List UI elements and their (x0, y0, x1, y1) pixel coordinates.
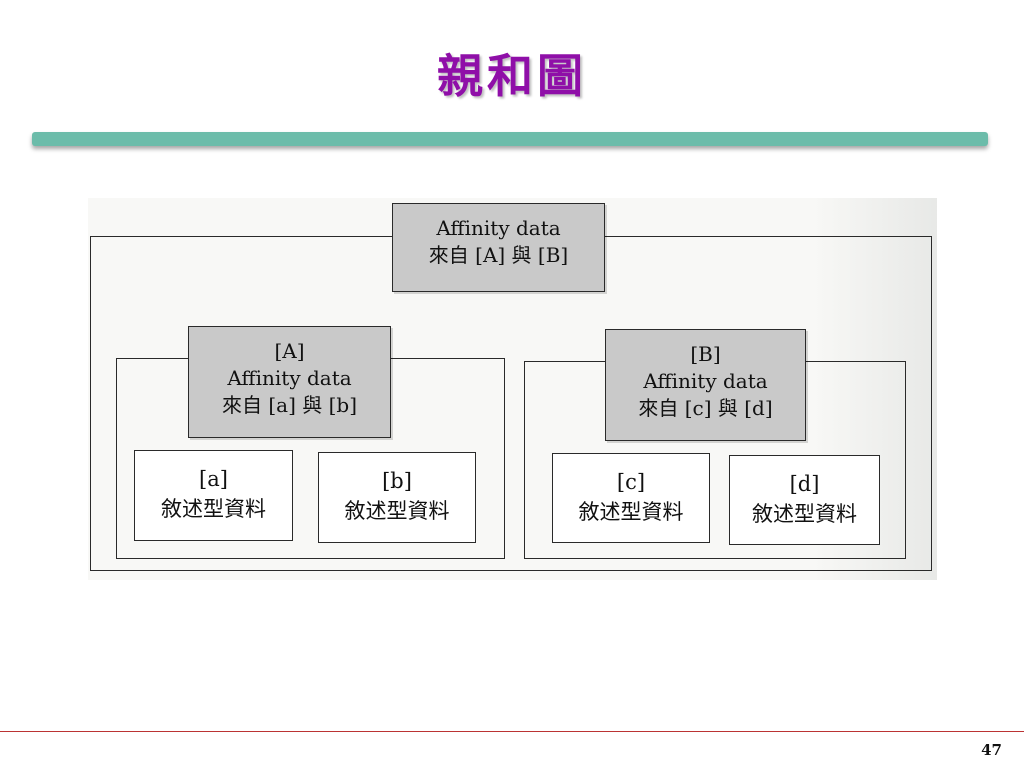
group-a-affinity-source: 來自 [a] 與 [b] (221, 393, 357, 417)
root-affinity-title: Affinity data (436, 216, 561, 240)
group-b-affinity-source: 來自 [c] 與 [d] (638, 396, 773, 420)
footer-divider (0, 731, 1024, 732)
title-underline-bar (32, 132, 988, 146)
slide-title: 親和圖 (437, 49, 587, 103)
leaf-b-text: 敘述型資料 (344, 499, 450, 523)
root-affinity-source: 來自 [A] 與 [B] (428, 243, 569, 267)
group-a-affinity-title: Affinity data (227, 366, 352, 390)
leaf-a-label: [a] (199, 467, 228, 491)
page-number: 47 (981, 741, 1002, 759)
leaf-b-label: [b] (382, 469, 412, 493)
group-b-affinity-box: [B] Affinity data 來自 [c] 與 [d] (605, 329, 806, 441)
leaf-d-text: 敘述型資料 (752, 502, 857, 526)
leaf-a-text: 敘述型資料 (161, 497, 266, 521)
leaf-box-c: [c] 敘述型資料 (552, 453, 710, 543)
leaf-box-b: [b] 敘述型資料 (318, 452, 476, 543)
leaf-box-d: [d] 敘述型資料 (729, 455, 880, 545)
root-affinity-box: Affinity data 來自 [A] 與 [B] (392, 203, 605, 292)
group-b-label: [B] (690, 342, 721, 366)
group-b-affinity-title: Affinity data (643, 369, 768, 393)
leaf-box-a: [a] 敘述型資料 (134, 450, 293, 541)
group-a-label: [A] (274, 339, 305, 363)
leaf-c-label: [c] (616, 470, 646, 494)
group-a-affinity-box: [A] Affinity data 來自 [a] 與 [b] (188, 326, 391, 438)
leaf-d-label: [d] (789, 472, 820, 496)
leaf-c-text: 敘述型資料 (578, 500, 684, 524)
